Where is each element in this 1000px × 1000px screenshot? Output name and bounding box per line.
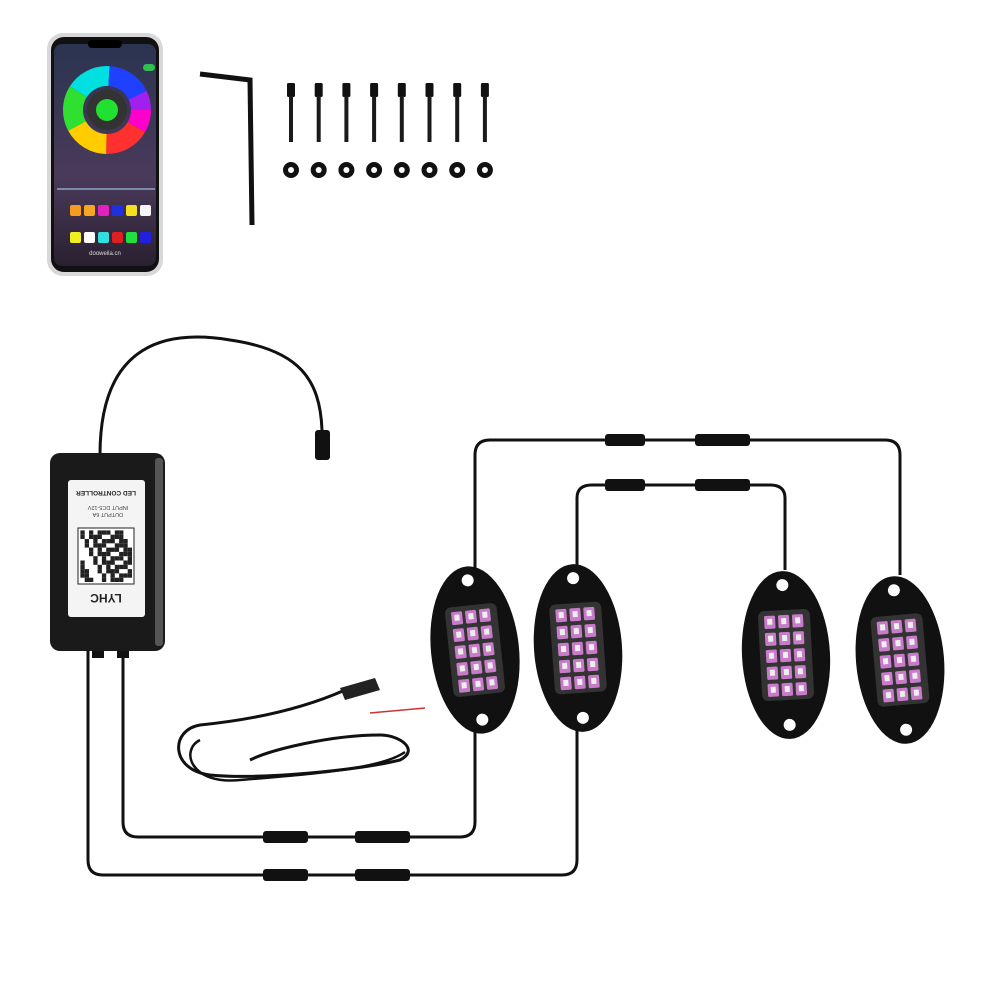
- dc-female-connector: [315, 430, 330, 460]
- controller-input: INPUT DC5-12V: [87, 504, 128, 510]
- screw-head: [342, 83, 351, 97]
- controller-output: OUTPUT 6A: [92, 511, 123, 517]
- color-swatch[interactable]: [98, 232, 109, 243]
- color-swatch[interactable]: [112, 205, 123, 216]
- screw: [455, 96, 460, 142]
- led-controller: LYHC OUTPUT 6A INPUT DC5-12V LED CONTROL…: [50, 453, 165, 658]
- screw-head: [453, 83, 462, 97]
- screw-head: [397, 83, 406, 97]
- screws-and-washers: [283, 83, 493, 178]
- color-swatches-row-1[interactable]: [70, 205, 151, 216]
- screw: [372, 96, 377, 142]
- screw-head: [480, 83, 489, 97]
- color-swatch[interactable]: [84, 232, 95, 243]
- power-toggle[interactable]: [143, 64, 155, 71]
- smartphone-app: dooweila.cn: [47, 33, 163, 276]
- rock-light: [533, 564, 623, 732]
- allen-key: [199, 71, 255, 226]
- screw-head: [370, 83, 379, 97]
- color-swatch[interactable]: [126, 205, 137, 216]
- screw-head: [425, 83, 434, 97]
- screw: [399, 96, 404, 142]
- rock-light: [855, 576, 945, 744]
- color-swatch[interactable]: [98, 205, 109, 216]
- controller-brand: LYHC: [90, 591, 122, 605]
- rock-light: [430, 566, 520, 734]
- inline-connectors: [263, 434, 750, 881]
- app-website: dooweila.cn: [89, 251, 121, 257]
- color-swatch[interactable]: [126, 232, 137, 243]
- screw: [316, 96, 321, 142]
- screw-head: [287, 83, 295, 97]
- color-swatch[interactable]: [70, 232, 81, 243]
- rock-lights: [430, 564, 945, 744]
- color-swatch[interactable]: [140, 205, 151, 216]
- color-wheel-icon[interactable]: [63, 66, 151, 154]
- rock-light: [741, 571, 831, 739]
- color-swatch[interactable]: [112, 232, 123, 243]
- screw: [427, 96, 432, 142]
- screw: [289, 96, 293, 142]
- screw: [482, 96, 487, 142]
- color-swatch[interactable]: [70, 205, 81, 216]
- screw: [344, 96, 349, 142]
- dc-male-plug: [340, 678, 380, 700]
- color-swatch[interactable]: [140, 232, 151, 243]
- color-swatch[interactable]: [84, 205, 95, 216]
- controller-title: LED CONTROLLER: [76, 489, 136, 496]
- color-swatches-row-2[interactable]: [70, 232, 151, 243]
- screw-head: [314, 83, 323, 97]
